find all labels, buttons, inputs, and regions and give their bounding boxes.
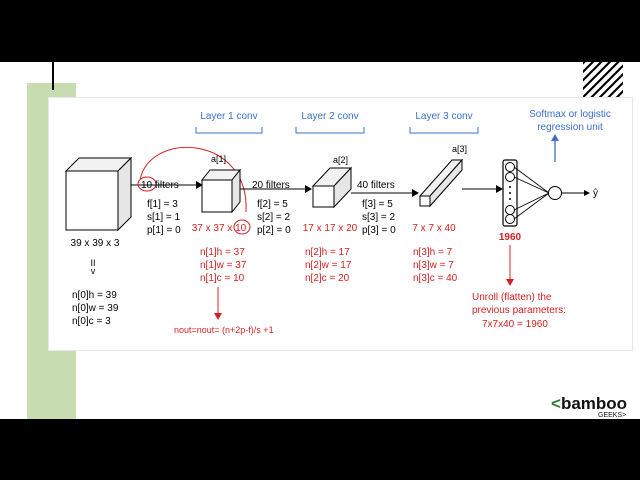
filters-2-s: s[2] = 2: [257, 212, 291, 223]
logo-text: bamboo: [560, 394, 628, 413]
layer1-bracket: [195, 127, 263, 134]
volume-3-nh: n[3]h = 7: [413, 247, 453, 258]
filters-1-f: f[1] = 3: [147, 199, 178, 210]
volume-3-nw: n[3]w = 7: [413, 260, 454, 271]
layer1-title: Layer 1 conv: [200, 111, 257, 122]
fc-connections: [513, 166, 550, 220]
volume-2-nh: n[2]h = 17: [305, 247, 350, 258]
arrowhead-3: [412, 189, 419, 197]
dims-circle: [233, 219, 251, 235]
arrowhead-2: [305, 185, 312, 193]
filters-circle: [137, 176, 157, 192]
volume-1-sup: a[1]: [211, 154, 226, 164]
softmax-label-1: Softmax or logistic: [529, 109, 611, 120]
volume-3-nc: n[3]c = 40: [413, 273, 458, 284]
layer2-bracket: [295, 127, 365, 134]
unroll-note-3: 7x7x40 = 1960: [482, 319, 548, 330]
logo-subtext: GEEKS>: [598, 412, 627, 419]
formula: nout=nout= (n+2p-f)/s +1: [174, 325, 274, 335]
red-arc: [139, 146, 247, 213]
filters-3-f: f[3] = 5: [362, 199, 393, 210]
formula-arrowhead: [214, 313, 222, 320]
output-arrowhead: [584, 190, 590, 196]
volume-1: [200, 168, 242, 214]
layer3-bracket: [409, 127, 479, 134]
volume-2-nc: n[2]c = 20: [305, 273, 350, 284]
volume-2-sup: a[2]: [333, 155, 348, 165]
volume-3-sup: a[3]: [452, 144, 467, 154]
layer3-title: Layer 3 conv: [415, 111, 472, 122]
arrowhead-1: [196, 181, 203, 189]
filters-3-p: p[3] = 0: [362, 225, 396, 236]
filters-1-p: p[1] = 0: [147, 225, 181, 236]
equiv-mark: II: [90, 258, 95, 268]
unroll-note-2: previous parameters:: [472, 305, 566, 316]
volume-2-dims: 17 x 17 x 20: [303, 223, 358, 234]
volume-2-nw: n[2]w = 17: [305, 260, 352, 271]
volume-2: [311, 166, 353, 209]
output-label: ŷ: [593, 188, 598, 199]
unroll-note-1: Unroll (flatten) the: [472, 292, 552, 303]
layer2-title: Layer 2 conv: [301, 111, 358, 122]
volume-3: [418, 158, 464, 208]
volume-1-nw: n[1]w = 37: [200, 260, 247, 271]
flatten-dots: [509, 186, 511, 200]
hatch-pattern: [583, 62, 623, 98]
volume-1-nh: n[1]h = 37: [200, 247, 245, 258]
volume-1-nc: n[1]c = 10: [200, 273, 245, 284]
filters-3-label: 40 filters: [357, 180, 395, 191]
arrowhead-4: [496, 185, 503, 193]
filters-1-label: 10 filters: [141, 180, 179, 191]
filters-2-label: 20 filters: [252, 180, 290, 191]
slide-content: [49, 98, 632, 350]
input-dims: 39 x 39 x 3: [71, 238, 120, 249]
softmax-label-2: regression unit: [537, 122, 603, 133]
volume-3-dims: 7 x 7 x 40: [412, 223, 456, 234]
input-volume: [64, 156, 133, 232]
filters-1-s: s[1] = 1: [147, 212, 181, 223]
output-unit: [548, 186, 562, 200]
filters-2-f: f[2] = 5: [257, 199, 288, 210]
logo-bracket: <: [551, 394, 561, 413]
input-nh: n[0]h = 39: [72, 290, 117, 301]
softmax-arrowhead: [551, 134, 559, 141]
filters-3-s: s[3] = 2: [362, 212, 396, 223]
flatten-count: 1960: [499, 232, 522, 243]
bamboo-geeks-logo: <bamboo GEEKS>: [551, 394, 628, 419]
filters-2-p: p[2] = 0: [257, 225, 291, 236]
black-divider: [52, 62, 54, 90]
input-nc: n[0]c = 3: [72, 316, 111, 327]
input-nw: n[0]w = 39: [72, 303, 119, 314]
volume-1-dims: 37 x 37 x 10: [192, 223, 247, 234]
unroll-arrowhead: [506, 279, 514, 286]
equiv-arrow: v: [91, 266, 96, 276]
